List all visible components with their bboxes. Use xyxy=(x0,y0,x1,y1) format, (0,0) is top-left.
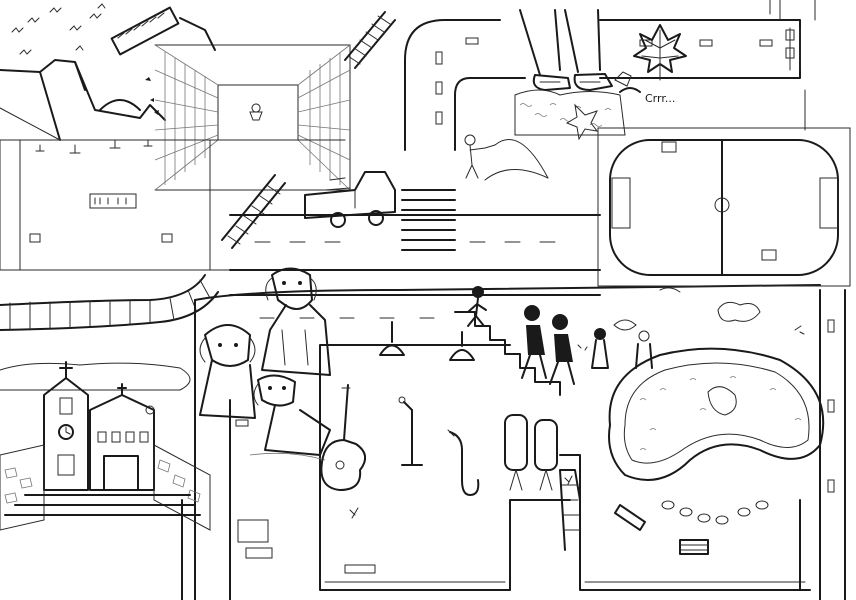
saxophone-icon xyxy=(448,430,478,495)
falling-rocks-icon xyxy=(12,4,178,115)
railway-track-icon xyxy=(0,12,395,330)
dog-icon xyxy=(250,375,330,460)
stepping-stones-icon xyxy=(615,501,768,530)
pedestrian-icon xyxy=(522,305,546,378)
football-field-icon xyxy=(598,128,850,286)
bench-icon xyxy=(680,540,708,554)
road-icon xyxy=(182,20,845,600)
stairs xyxy=(455,312,580,550)
flower-pond-park-icon xyxy=(609,349,823,480)
dog-icon xyxy=(200,325,255,418)
giant-legs-sneakers-icon xyxy=(520,10,612,90)
maple-leaf-icon xyxy=(634,25,686,80)
construction-worker-icon xyxy=(465,135,548,180)
church-icon xyxy=(0,362,210,530)
cliff-wall-icon xyxy=(0,18,215,140)
stage-light-icon xyxy=(380,322,474,360)
crow-icon: Crrr... xyxy=(620,88,675,105)
concert-hall-perspective-icon xyxy=(0,45,350,270)
clouds xyxy=(660,288,804,334)
tow-truck-icon xyxy=(305,172,395,227)
top-right-buildings xyxy=(770,0,815,130)
flower-bushes xyxy=(515,72,631,139)
dog-icon xyxy=(262,269,330,376)
guitar-icon xyxy=(321,385,365,490)
decorative-marks xyxy=(345,345,587,573)
crosswalk-icon xyxy=(402,190,455,250)
pedestrian-icon xyxy=(550,314,574,384)
pedestrian-icon xyxy=(468,286,486,326)
talking-people-icon xyxy=(592,320,652,368)
microphone-stand-icon xyxy=(399,397,422,465)
crow-sound-label: Crrr... xyxy=(645,92,675,105)
conga-drums-icon xyxy=(505,415,557,490)
